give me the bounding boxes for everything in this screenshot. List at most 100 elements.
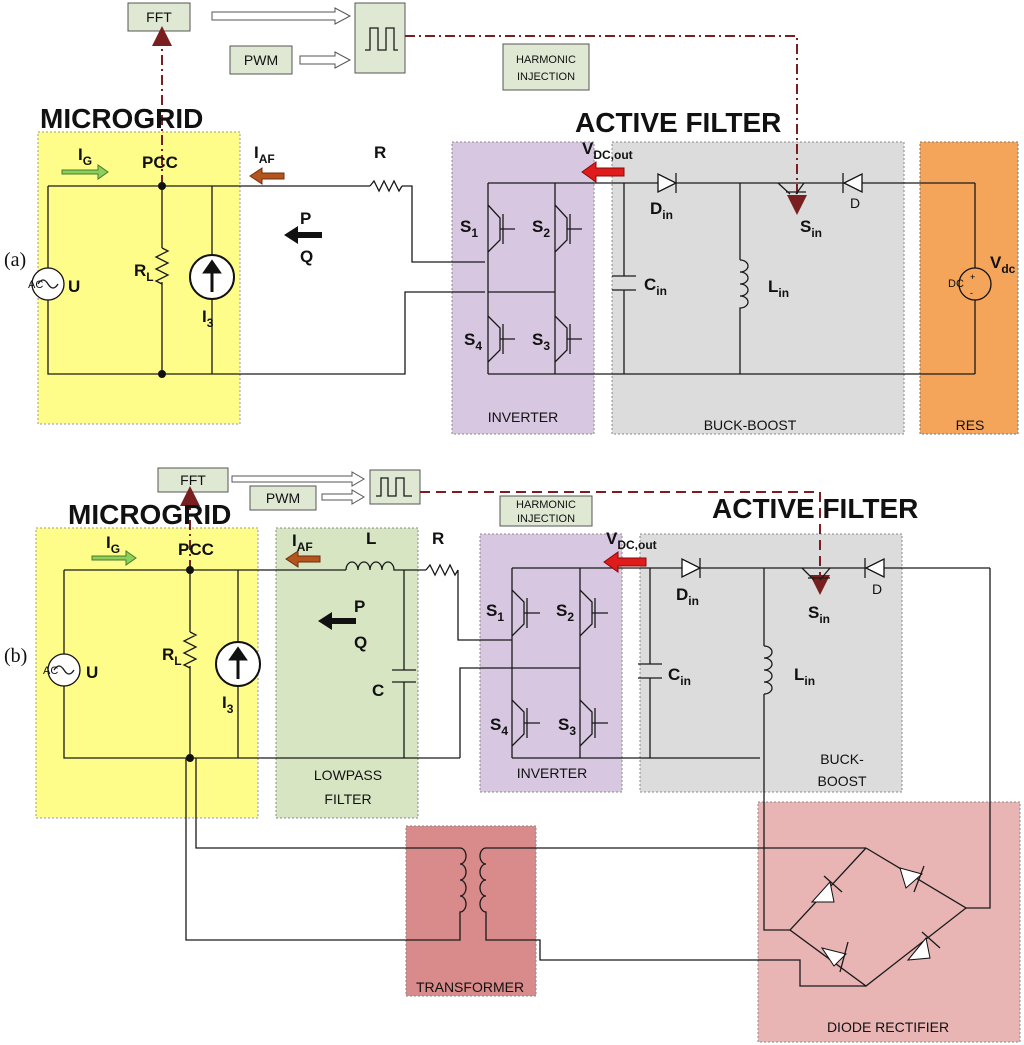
igbt-s4-icon-b [511,699,540,747]
current-arrow-icon-a [202,259,222,292]
sin-switch-icon-a [777,182,806,195]
igbt-s3-icon-b [579,699,608,747]
i3-label-a: I3 [202,307,214,330]
r-label-b: R [432,529,444,548]
vdcout-label-b: VDC,out [606,529,657,552]
ig-label-a: IG [78,145,92,168]
d-label-b: D [872,581,882,597]
panel-tag-a: (a) [4,249,26,271]
cin-capacitor-icon-b [638,663,662,679]
din-label-a: Din [650,199,673,222]
cin-label-a: Cin [644,275,667,298]
microgrid-title-b: MICROGRID [68,499,231,530]
square-wave-icon-a [365,27,398,51]
microgrid-wires-a [47,185,213,375]
panel-tag-b: (b) [4,645,27,667]
sine-icon-b [53,665,75,675]
harmonic-label-b-1: HARMONIC [516,499,576,511]
inverter-wires-a [487,182,975,375]
vdcout-arrow-icon-b [603,551,647,573]
q-label-b: Q [354,633,367,652]
microgrid-wires-b [63,569,460,759]
rectifier-label-b: DIODE RECTIFIER [827,1019,949,1035]
pcc-label-a: PCC [142,153,178,172]
dc-source-icon-a [958,267,992,301]
primary-coil-icon [420,847,467,941]
inverter-label-a: INVERTER [488,409,559,425]
rectifier-wires-b [185,568,991,987]
ground-node-a [158,370,166,378]
panel-b: FFT PWM HARMONIC INJECTION MICROGRID ACT… [4,467,1021,1043]
lowpass-label-b-2: FILTER [324,791,371,807]
link-wires-a [212,185,485,375]
iaf-arrow-icon-a [249,167,285,185]
s4-label-b: S4 [490,715,508,738]
q-label-a: Q [300,247,313,266]
s4-label-a: S4 [464,330,482,353]
iaf-arrow-icon-b [285,550,321,568]
line-resistor-icon-b [425,563,512,758]
load-resistor-icon-a [154,247,170,285]
diode-bridge-1-icon [810,875,843,903]
transformer-label-b: TRANSFORMER [416,979,524,995]
d-label-a: D [850,195,860,211]
l-label-b: L [366,529,376,548]
u-label-a: U [68,277,80,296]
c-label-b: C [372,681,384,700]
buckboost-wires-b [649,568,790,931]
pcc-label-b: PCC [178,540,214,559]
sin-label-a: Sin [800,217,822,240]
cin-capacitor-icon-a [612,275,636,291]
harmonic-label-b-2: INJECTION [517,513,575,525]
harmonic-block-a [502,43,590,91]
inverter-box-b [479,533,623,793]
din-label-b: Din [676,585,699,608]
minus-icon-a: - [970,288,973,298]
pcc-node-a [158,182,166,190]
bridge-wires-b [789,847,968,987]
buckboost-wires-a [623,183,741,374]
igbt-s1-icon-a [487,204,515,253]
rectifier-box-b [757,801,1021,1043]
ig-arrow-icon-a [61,164,109,180]
dc-label-a: DC [948,278,964,290]
ig-label-b: IG [106,533,120,556]
active-filter-title-b: ACTIVE FILTER [712,493,918,524]
vdc-label-a: Vdc [990,253,1016,276]
pq-arrow-icon-a [284,226,322,244]
lin-label-b: Lin [794,665,815,688]
microgrid-title-a: MICROGRID [40,103,203,134]
i3-label-b: I3 [222,693,234,716]
p-label-a: P [300,209,311,228]
pwm-label-a: PWM [244,52,278,68]
fft-to-pwm-arrow-a [211,7,352,25]
pwm-block-a [229,45,293,75]
igbt-s4-icon-a [487,315,515,363]
igbt-s2-icon-b [579,589,608,637]
pcc-node-b [186,566,194,574]
lowpass-label-b-1: LOWPASS [314,767,382,783]
d-diode-icon-a [842,172,863,194]
signal-to-switch-line-b [420,491,830,595]
pq-arrow-icon-b [318,612,356,630]
res-label-a: RES [956,417,985,433]
pwm-block-b [249,485,317,511]
pwm-signal-block-a [354,2,406,74]
fft-to-pwm-arrow-b [231,471,365,487]
transformer-box-b [405,825,537,997]
iaf-label-a: IAF [254,143,275,166]
vdcout-arrow-icon-a [581,161,625,183]
lin-label-a: Lin [768,277,789,300]
lpf-wires-b [345,561,426,758]
ig-arrow-icon-b [91,550,137,566]
s1-label-a: S1 [460,217,478,240]
plus-icon-a: + [970,272,975,282]
harmonic-block-b [499,495,593,527]
ac-label-b: AC [43,665,58,677]
pwm-to-signal-arrow-a [299,51,352,69]
rl-label-a: RL [134,261,154,284]
ac-label-a: AC [28,279,43,291]
din-diode-icon-a [657,172,678,194]
inverter-wires-b [511,567,990,759]
